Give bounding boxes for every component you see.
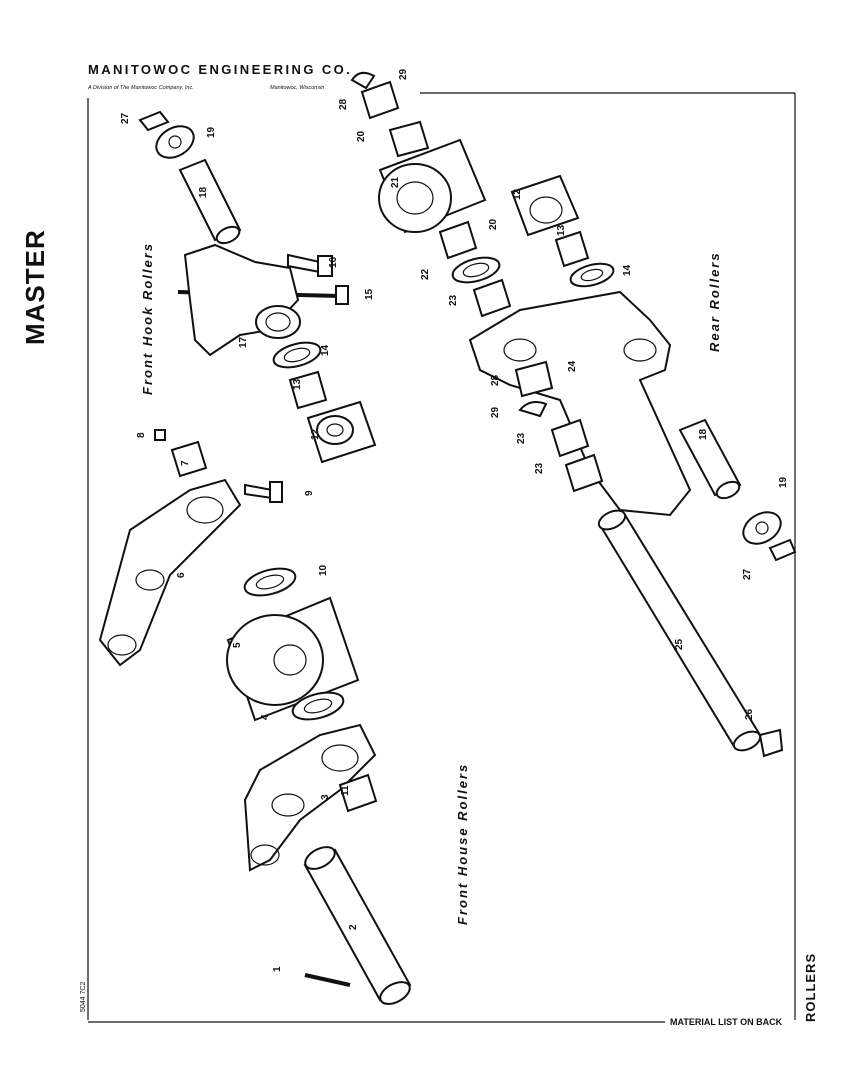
bushing-23-low [564, 453, 604, 493]
part-number-p27b: 27 [742, 568, 753, 580]
bushing-13-rear [554, 230, 590, 268]
part-number-p23b: 23 [516, 432, 527, 444]
part-number-p25: 25 [674, 638, 685, 650]
part-number-p6: 6 [176, 572, 187, 578]
part-number-p17: 17 [238, 336, 249, 348]
part-number-p12b: 12 [512, 188, 523, 200]
washer-10 [243, 567, 297, 597]
arm-6 [98, 478, 242, 667]
part-number-p15: 15 [364, 288, 375, 300]
part-number-p13a: 13 [292, 378, 303, 390]
bushing-23-mid [550, 418, 590, 458]
part-number-p18b: 18 [698, 428, 709, 440]
nut-19-rear [742, 511, 782, 545]
part-number-p13b: 13 [556, 224, 567, 236]
part-number-p8: 8 [136, 432, 147, 438]
part-number-p28a: 28 [338, 98, 349, 110]
part-number-p16: 16 [328, 256, 339, 268]
part-number-p14b: 14 [622, 264, 633, 276]
lock-plate-27-rear [768, 538, 797, 562]
part-number-p9: 9 [304, 490, 315, 496]
figure-number: 5044 7C2 [80, 981, 87, 1012]
part-number-p20b: 20 [488, 218, 499, 230]
part-number-p5: 5 [232, 642, 243, 648]
bolt-16 [287, 253, 321, 274]
lock-plate-27-top [138, 110, 170, 132]
washer-4 [291, 691, 345, 721]
cap-29-mid [518, 401, 548, 418]
part-number-p19a: 19 [206, 126, 217, 138]
washer-22 [451, 256, 501, 284]
front-hook-group [138, 110, 377, 464]
bolt-9 [244, 483, 273, 500]
clip-26 [758, 728, 784, 758]
part-number-p19b: 19 [778, 476, 789, 488]
bushing-28-top [360, 80, 400, 120]
part-number-p26: 26 [744, 708, 755, 720]
part-number-p20a: 20 [356, 130, 367, 142]
bushing-23-top [472, 278, 512, 318]
front-house-group [98, 429, 412, 1005]
bushing-11 [338, 773, 378, 813]
part-number-p4: 4 [260, 714, 271, 720]
roller-12-rear [510, 174, 580, 237]
company-name: MANITOWOC ENGINEERING CO. [88, 62, 353, 77]
bushing-20-top [388, 120, 430, 158]
part-number-p11: 11 [340, 785, 351, 796]
part-number-p28b: 28 [490, 374, 501, 386]
washer-14-rear [569, 262, 615, 288]
bolt-8 [154, 429, 166, 441]
pin-18-rear [678, 418, 742, 497]
part-number-p10: 10 [318, 564, 329, 576]
part-number-labels: 1234567891011121213131414151617181819192… [120, 68, 789, 972]
part-number-p24: 24 [567, 360, 578, 372]
pin-18-top [178, 158, 242, 242]
shaft-25 [598, 513, 762, 750]
part-number-p1: 1 [272, 966, 283, 972]
bushing-28-mid [514, 360, 554, 398]
nut-19-top [155, 125, 195, 159]
part-number-p2: 2 [348, 924, 359, 930]
part-number-p29b: 29 [490, 406, 501, 418]
cap-29-top [350, 71, 376, 90]
part-number-p21: 21 [390, 176, 401, 188]
bushing-7 [170, 440, 208, 478]
rear-group [350, 71, 797, 758]
part-number-p14a: 14 [320, 344, 331, 356]
part-number-p7: 7 [180, 460, 191, 466]
bushing-13-hook [288, 370, 328, 410]
part-number-p23c: 23 [534, 462, 545, 474]
arm-3 [243, 723, 377, 872]
page-label: ROLLERS [803, 952, 818, 1022]
part-number-p3: 3 [320, 794, 331, 800]
division-note: A Division of The Manitowoc Company, Inc… [88, 85, 194, 91]
location-note: Manitowoc, Wisconsin [270, 85, 325, 91]
part-number-p18a: 18 [198, 186, 209, 198]
part-number-p29a: 29 [398, 68, 409, 80]
part-number-p12a: 12 [310, 428, 321, 440]
part-number-p23a: 23 [448, 294, 459, 306]
part-number-p27a: 27 [120, 112, 131, 124]
material-list-note: MATERIAL LIST ON BACK [670, 1017, 783, 1027]
bushing-20-lower [438, 220, 478, 260]
part-number-p22: 22 [420, 268, 431, 280]
cotter-pin-1 [304, 973, 351, 987]
washer-14-hook [272, 341, 322, 369]
